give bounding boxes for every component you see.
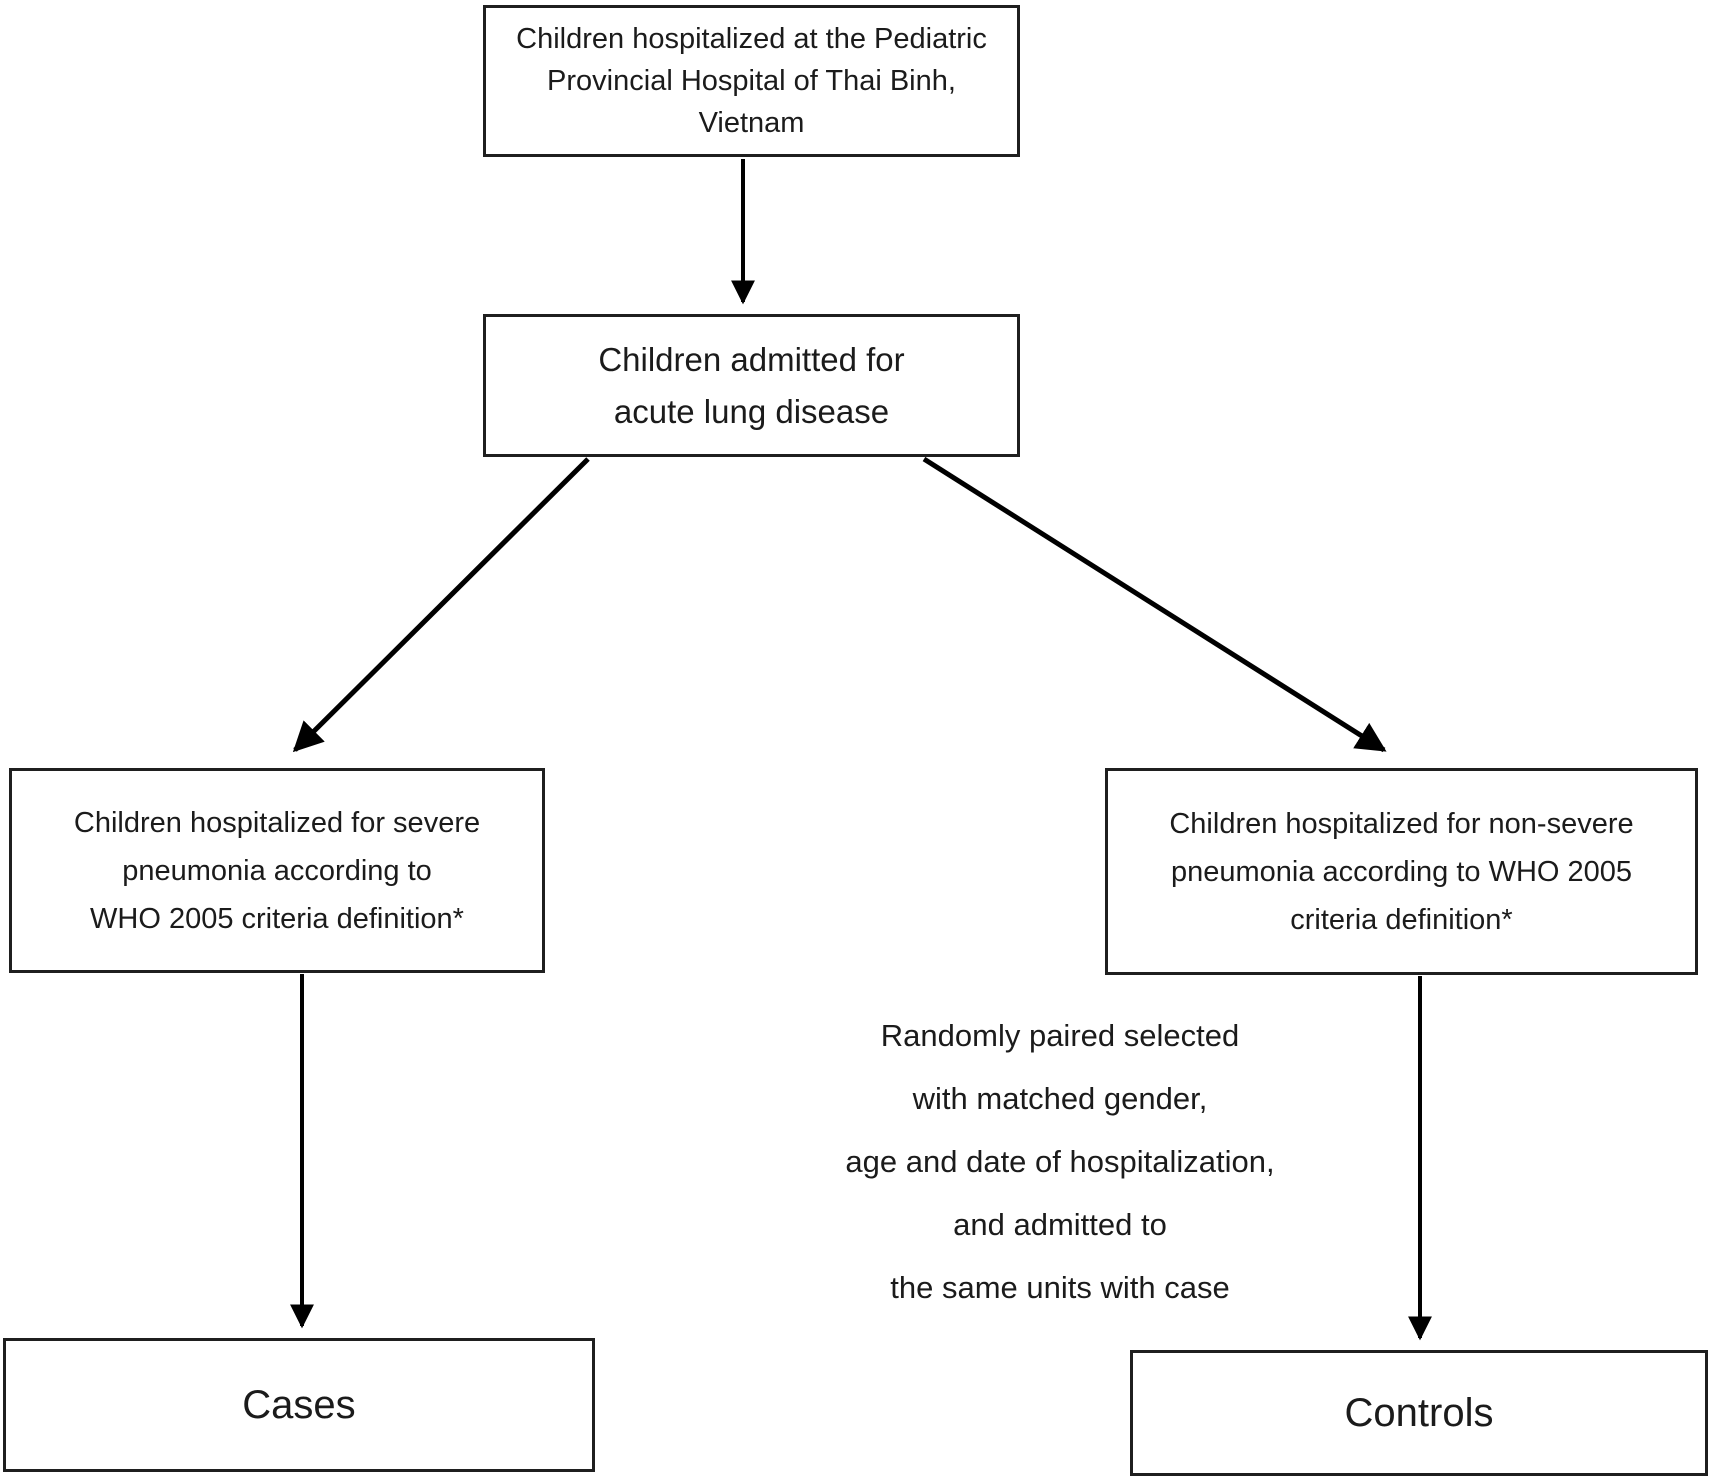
node-controls-label: Controls [1344,1390,1494,1435]
node-cases-label: Cases [242,1382,356,1427]
matching-note-line-2: with matched gender, [912,1081,1208,1116]
node-nonsevere-line-3: criteria definition* [1290,903,1513,936]
node-severe-line-1: Children hospitalized for severe [73,806,481,839]
node-controls: Controls [1130,1350,1708,1476]
node-admitted: Children admitted for acute lung disease [483,314,1020,457]
matching-criteria-note: Randomly paired selected with matched ge… [770,1004,1350,1319]
node-severe-pneumonia: Children hospitalized for severe pneumon… [9,768,545,973]
node-admitted-line-1: Children admitted for [598,340,905,378]
arrow-admitted-to-nonsevere [922,456,1387,753]
matching-note-line-5: the same units with case [890,1270,1230,1305]
node-cases: Cases [3,1338,595,1472]
node-hospital-line-2: Provincial Hospital of Thai Binh, [547,65,956,97]
node-severe-line-3: WHO 2005 criteria definition* [90,902,464,935]
node-hospital-line-1: Children hospitalized at the Pediatric [516,23,987,55]
arrow-admitted-to-severe [292,457,590,753]
node-hospital: Children hospitalized at the Pediatric P… [483,5,1020,157]
node-severe-line-2: pneumonia according to [122,854,432,887]
node-nonsevere-line-2: pneumonia according to WHO 2005 [1170,855,1633,888]
matching-note-line-4: and admitted to [953,1207,1167,1242]
node-nonsevere-pneumonia: Children hospitalized for non-severe pne… [1105,768,1698,975]
node-nonsevere-line-1: Children hospitalized for non-severe [1169,807,1634,840]
node-hospital-line-3: Vietnam [698,107,805,139]
matching-note-line-1: Randomly paired selected [880,1018,1240,1053]
node-admitted-line-2: acute lung disease [613,392,890,430]
matching-note-line-3: age and date of hospitalization, [845,1144,1275,1179]
